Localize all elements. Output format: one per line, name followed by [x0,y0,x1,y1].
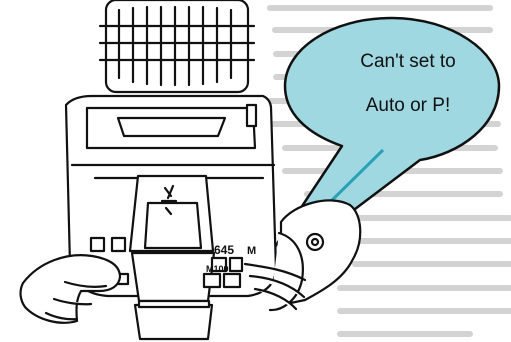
left-hand-icon [21,255,120,323]
speech-bubble-text: Can't set to Auto or P! [318,40,498,128]
mode-dial-number: 645 [214,243,234,257]
mode-text: M100 [206,264,229,274]
mode-dial-letter: M [247,245,256,257]
speech-bubble-line-1: Can't set to [318,40,498,84]
speech-bubble-line-2: Auto or P! [318,84,498,128]
